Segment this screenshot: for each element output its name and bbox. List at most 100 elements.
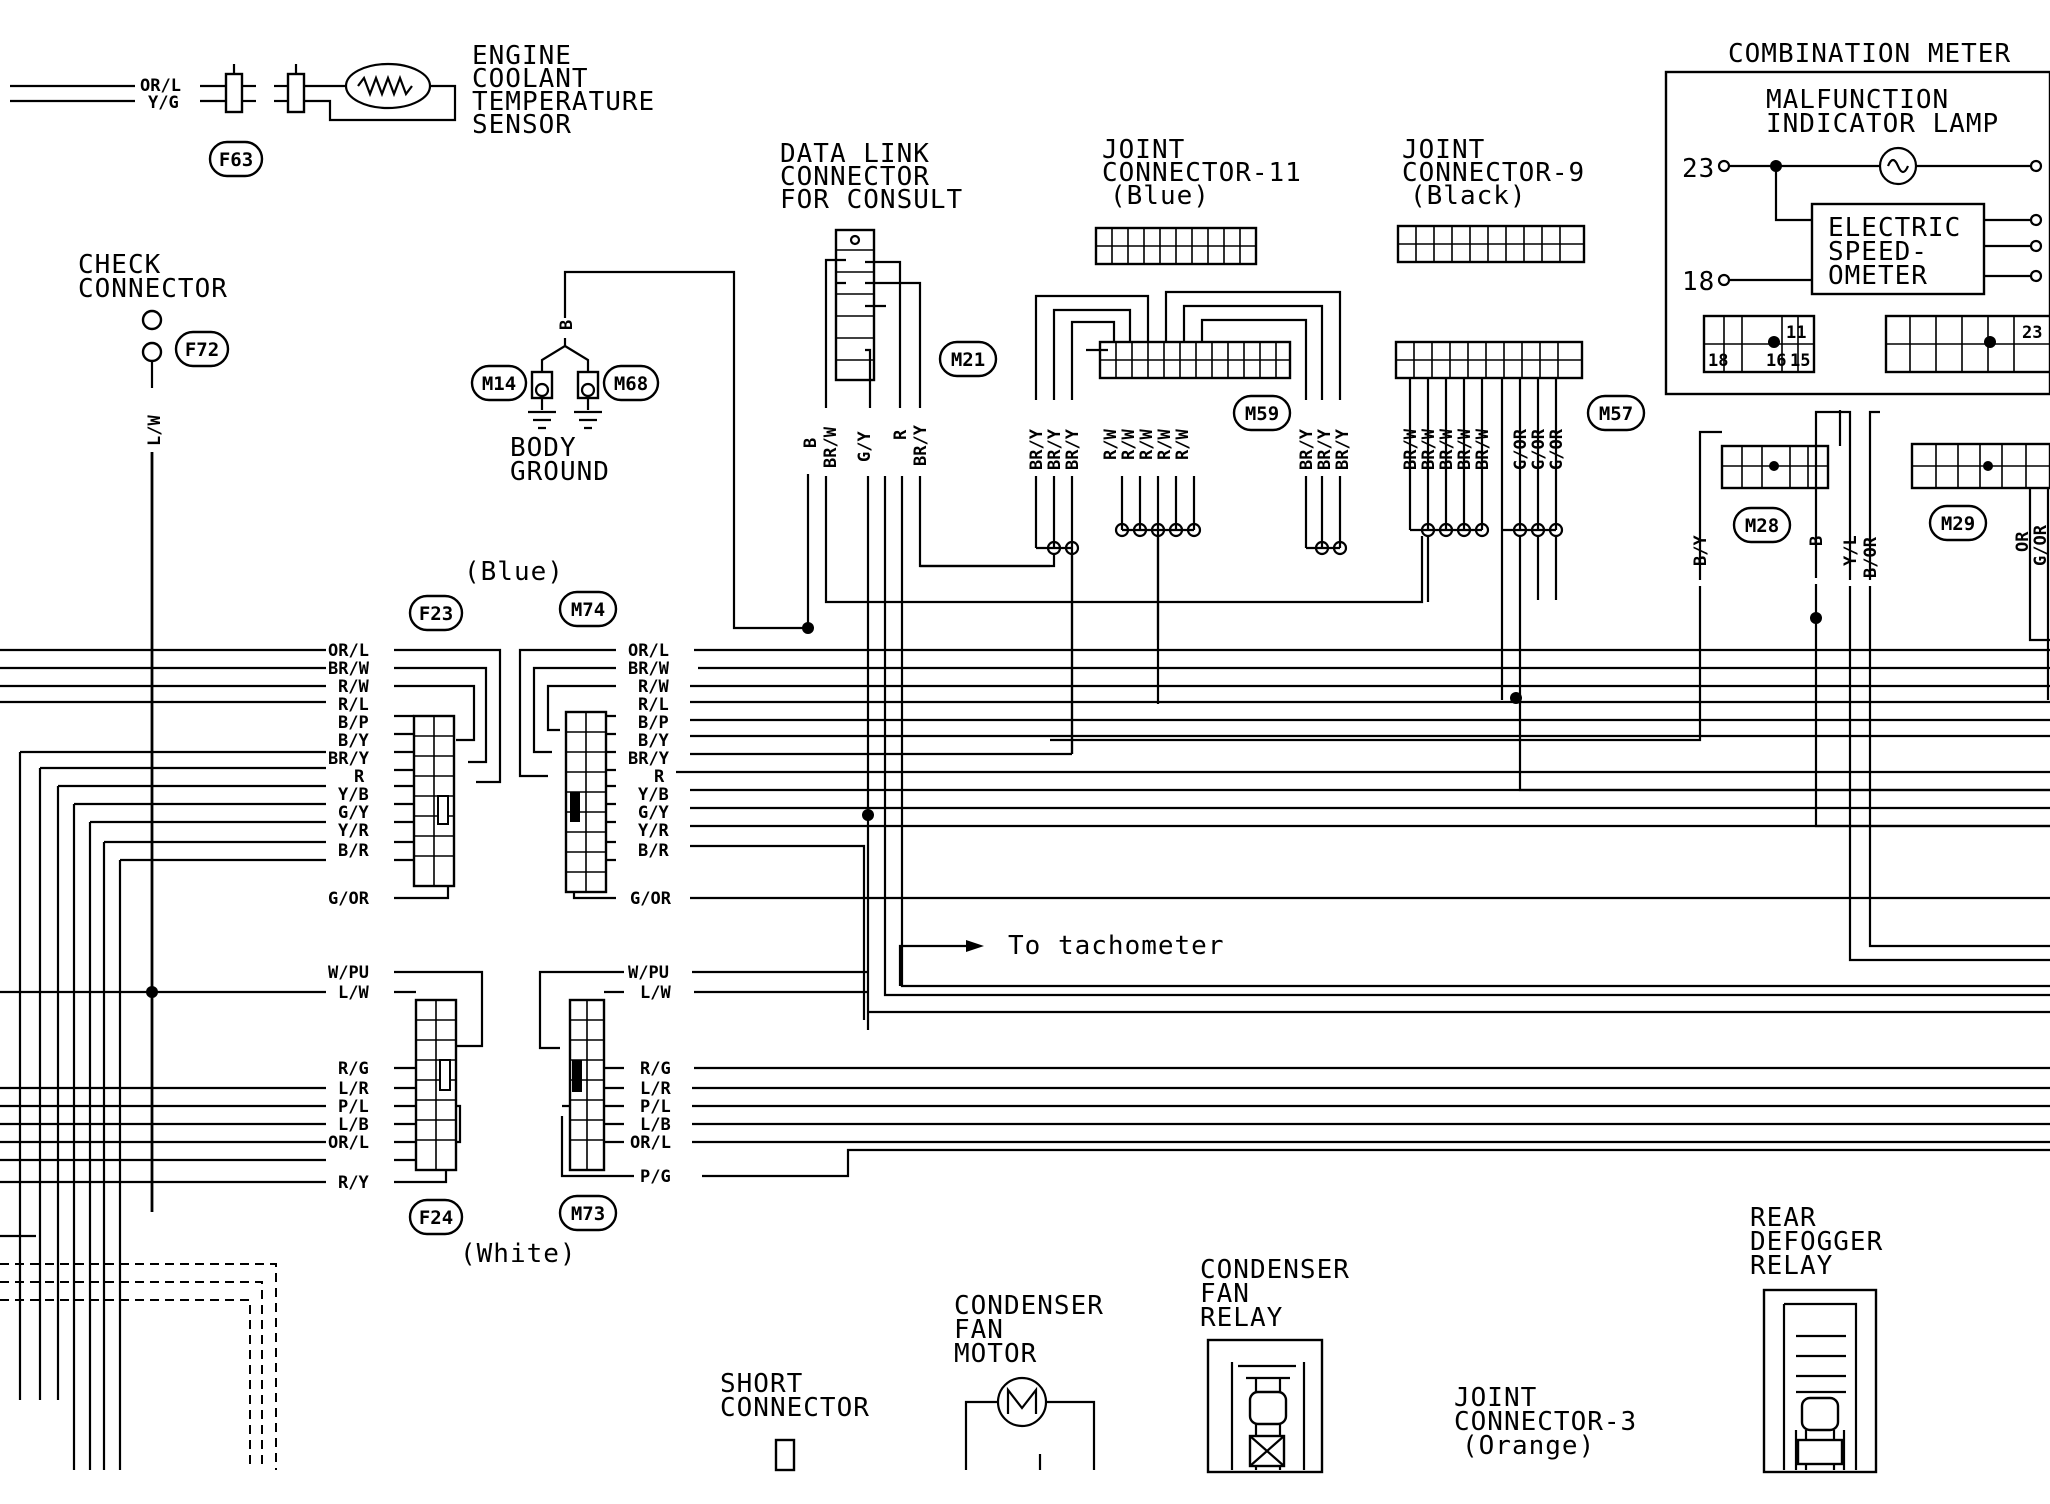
defogger-title-2: DEFOGGER	[1750, 1227, 1883, 1257]
wire-label-or-l: OR/L	[140, 76, 181, 96]
m29-label: M29	[1941, 513, 1975, 535]
j11-title-1: JOINT	[1102, 135, 1185, 165]
joint11-group: JOINT CONNECTOR-11 (Blue) M59 BR/Y BR/Y …	[920, 135, 1353, 754]
m59-r3: BR/Y	[1333, 428, 1353, 470]
m21-wire-br-w: BR/W	[821, 426, 841, 468]
pin-18b: 18	[1708, 351, 1728, 371]
speedo-title-2: SPEED-	[1828, 237, 1928, 267]
m14-badge	[470, 364, 528, 402]
mil-title-2: INDICATOR LAMP	[1766, 109, 1999, 139]
ground-title-2: GROUND	[510, 457, 610, 487]
joint3-title-2: CONNECTOR-3	[1454, 1407, 1637, 1437]
check-title-1: CHECK	[78, 250, 161, 280]
f24-w-p-l: P/L	[338, 1097, 369, 1117]
m74-w-b-p: B/P	[638, 713, 669, 733]
f24-badge	[408, 1198, 464, 1236]
fan-motor-title-3: MOTOR	[954, 1339, 1037, 1369]
bottom-components-group: SHORT CONNECTOR CONDENSER FAN MOTOR COND…	[720, 1203, 1883, 1474]
m21-wire-b: B	[801, 438, 821, 448]
f24-w-or-l: OR/L	[328, 1133, 369, 1153]
m73-label: M73	[571, 1203, 605, 1225]
speedo-title-1: ELECTRIC	[1828, 213, 1961, 243]
m59-m4: R/W	[1155, 429, 1175, 460]
m74-w-y-r: Y/R	[638, 821, 669, 841]
m73-w-l-b: L/B	[640, 1115, 671, 1135]
m73-w-l-r: L/R	[640, 1079, 671, 1099]
m29-wire-or: OR	[2013, 531, 2033, 552]
f63-plug	[224, 72, 244, 114]
pin-18: 18	[1682, 267, 1715, 297]
m21-badge	[938, 340, 998, 378]
combo-title: COMBINATION METER	[1728, 39, 2011, 69]
sensor-title-3: TEMPERATURE	[472, 87, 655, 117]
joint3-title-1: JOINT	[1454, 1383, 1537, 1413]
m74-w-br-y: BR/Y	[628, 749, 670, 769]
m73-w-r-g: R/G	[640, 1059, 671, 1079]
mil-title-1: MALFUNCTION	[1766, 85, 1949, 115]
short-conn-title-2: CONNECTOR	[720, 1393, 870, 1423]
m74-w-r: R	[654, 767, 665, 787]
wire-label-l-w: L/W	[145, 415, 165, 446]
f23-w-b-p: B/P	[338, 713, 369, 733]
tachometer-group: To tachometer	[898, 931, 1225, 986]
thermistor-symbol	[344, 62, 432, 110]
m73-w-p-g: P/G	[640, 1167, 671, 1187]
m59-m2: R/W	[1119, 429, 1139, 460]
f24-w-w-pu: W/PU	[328, 963, 369, 983]
m21-wire-g-y: G/Y	[855, 431, 875, 462]
fan-motor-title-2: FAN	[954, 1315, 1004, 1345]
f63-receptacle	[286, 72, 306, 114]
color-white-label: (White)	[460, 1239, 577, 1269]
m73-badge	[558, 1194, 618, 1232]
m74-w-b-r: B/R	[638, 841, 669, 861]
j9-title-2: CONNECTOR-9	[1402, 158, 1585, 188]
f23-w-y-r: Y/R	[338, 821, 369, 841]
fan-motor-title-1: CONDENSER	[954, 1291, 1104, 1321]
m21-label: M21	[951, 349, 985, 371]
f23-badge	[408, 594, 464, 632]
m28-badge	[1732, 506, 1792, 544]
upper-harness-group: (Blue) F23 M74 OR/L BR/W R/W R/L B/P B/Y…	[0, 557, 2050, 1470]
m29-badge	[1928, 504, 1988, 542]
wire-label-y-g: Y/G	[148, 93, 179, 113]
pin-11: 11	[1786, 323, 1806, 343]
m68-label: M68	[614, 373, 648, 395]
fan-motor-icon	[996, 1376, 1048, 1428]
m74-w-g-y: G/Y	[638, 803, 669, 823]
m59-m3: R/W	[1137, 429, 1157, 460]
coolant-sensor-group: OR/L Y/G ENGINE COOLANT TEMPERATURE SENS…	[10, 41, 655, 178]
j11-title-2: CONNECTOR-11	[1102, 158, 1302, 188]
f24-w-l-r: L/R	[338, 1079, 369, 1099]
joint3-title-3: (Orange)	[1462, 1431, 1595, 1461]
sensor-title-4: SENSOR	[472, 110, 572, 140]
f72-badge	[174, 330, 230, 368]
f24-w-l-w: L/W	[338, 983, 369, 1003]
j9-title-3: (Black)	[1410, 181, 1527, 211]
j11-title-3: (Blue)	[1110, 181, 1210, 211]
sensor-title-2: COOLANT	[472, 64, 589, 94]
m68-badge	[602, 364, 660, 402]
f63-label: F63	[219, 149, 253, 171]
pin-16: 16	[1766, 351, 1786, 371]
m28-m29-group: M28 B/Y B Y/L B/OR M29 OR G/OR	[1050, 410, 2050, 962]
m59-m1: R/W	[1101, 429, 1121, 460]
j9-title-1: JOINT	[1402, 135, 1485, 165]
m57-label: M57	[1599, 403, 1633, 425]
f23-w-r-l: R/L	[338, 695, 369, 715]
m28-label: M28	[1745, 515, 1779, 537]
m21-wire-br-y: BR/Y	[911, 424, 931, 466]
speedometer-box	[1810, 202, 1986, 296]
m74-w-g-or: G/OR	[630, 889, 672, 909]
f24-w-r-g: R/G	[338, 1059, 369, 1079]
dlc-title-1: DATA LINK	[780, 139, 930, 169]
to-tachometer-label: To tachometer	[1008, 931, 1225, 961]
m57-badge	[1586, 394, 1646, 432]
f23-w-or-l: OR/L	[328, 641, 369, 661]
fan-relay-title-3: RELAY	[1200, 1303, 1283, 1333]
m74-w-r-l: R/L	[638, 695, 669, 715]
m59-m5: R/W	[1173, 429, 1193, 460]
m74-w-br-w: BR/W	[628, 659, 670, 679]
pin-23: 23	[1682, 154, 1715, 184]
m59-r1: BR/Y	[1297, 428, 1317, 470]
mil-lamp-icon	[1878, 146, 1918, 186]
